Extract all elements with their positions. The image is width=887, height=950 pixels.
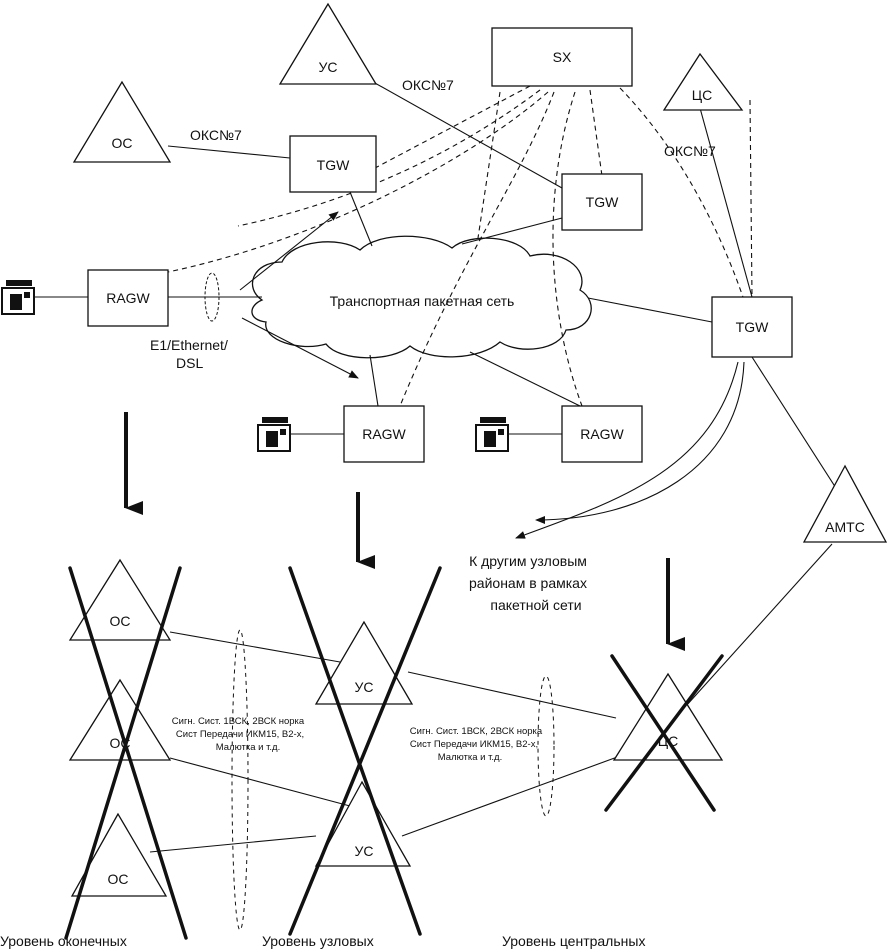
cross-right-b [604, 654, 724, 812]
sig-sx-ragw2 [399, 91, 555, 407]
tgw-box-2 [561, 173, 643, 231]
cross-left-a [68, 566, 188, 940]
link-tgw3-amtc [751, 356, 851, 511]
legacy-link-4 [407, 671, 617, 719]
amtc-triangle [802, 464, 887, 543]
legacy-link-5 [401, 755, 621, 837]
cc-label-top: ЦС [692, 87, 712, 103]
uc-triangle-1 [314, 620, 414, 705]
legacy-note-left-2: Сист Передачи ИКМ15, В2-х, [176, 729, 304, 740]
bundle-ellipse-right [537, 675, 555, 817]
legacy-note-right-2: Сист Передачи ИКМ15, В2-х, [410, 739, 538, 750]
sig-right-edge [749, 99, 753, 297]
link-cloud-ragw2 [369, 354, 379, 407]
cross-middle-b [288, 566, 442, 936]
uc-label-2: УС [354, 843, 373, 859]
uc-label-top: УС [318, 59, 337, 75]
link-uc-tgw2 [365, 77, 563, 189]
sig-sx-vert [477, 91, 501, 239]
access-label-2: DSL [176, 355, 203, 371]
cc-triangle-lower [612, 672, 724, 761]
cc-triangle-top [662, 52, 744, 111]
oc-triangle-top [72, 80, 172, 163]
legacy-note-right-3: Малютка и т.д. [438, 752, 502, 763]
other-regions-line-1: К другим узловым [469, 553, 587, 569]
link-tgw1-cloud [349, 191, 373, 247]
tgw-label-1: TGW [317, 157, 350, 173]
link-cloud-tgw3 [587, 297, 713, 323]
arrow-other-regions-2 [515, 361, 739, 539]
oc-label-1: ОС [110, 613, 131, 629]
legacy-link-amtc [685, 543, 833, 707]
cloud-label: Транспортная пакетная сеть [330, 293, 515, 309]
sig-sx-tgw2 [589, 89, 603, 177]
legacy-link-1 [169, 631, 341, 663]
access-label-1: E1/Ethernet/ [150, 337, 228, 353]
tgw-box-3 [711, 296, 793, 358]
ragw-box-1 [87, 269, 169, 327]
sx-box [491, 27, 633, 87]
sig-sx-tgw1 [374, 85, 531, 169]
phone-icon [1, 280, 35, 315]
uc-triangle-2 [314, 780, 412, 867]
oc-label-top: ОС [112, 135, 133, 151]
legacy-note-right-1: Сигн. Сист. 1ВСК, 2ВСК норка [410, 726, 543, 737]
legacy-link-2 [169, 757, 351, 807]
sx-label: SX [553, 49, 572, 65]
transport-cloud [251, 235, 592, 359]
other-regions-line-3: пакетной сети [490, 597, 581, 613]
oc-triangle-3 [70, 812, 168, 897]
oc-triangle-1 [68, 558, 172, 641]
ragw-box-2 [343, 405, 425, 463]
tgw-box-1 [289, 135, 377, 193]
arrow-to-ragw2 [241, 317, 359, 379]
tgw-label-3: TGW [736, 319, 769, 335]
link-cloud-ragw3 [469, 351, 581, 407]
oksn7-label-2: ОКС№7 [402, 77, 454, 93]
tgw-label-2: TGW [586, 194, 619, 210]
level-label-central: Уровень центральных [502, 933, 645, 949]
oksn7-label-3: ОКС№7 [664, 143, 716, 159]
legacy-note-left-3: Малютка и т.д. [216, 742, 280, 753]
other-regions-line-2: районам в рамках [469, 575, 587, 591]
bundle-ellipse-left [231, 629, 249, 931]
ragw-label-2: RAGW [362, 426, 406, 442]
sig-sx-ragw3 [552, 91, 583, 407]
legacy-link-3 [149, 835, 317, 853]
sig-sx-tgw3 [619, 87, 745, 301]
link-oc-tgw [167, 145, 291, 159]
link-tgw2-cloud [461, 217, 563, 245]
oc-label-3: ОС [108, 871, 129, 887]
level-label-terminal: Уровень оконечных [0, 933, 127, 949]
ragw-label-3: RAGW [580, 426, 624, 442]
sig-sx-ragw1 [167, 91, 549, 273]
oksn7-label-1: ОКС№7 [190, 127, 242, 143]
arrow-to-tgw1 [239, 211, 339, 291]
uc-triangle-top [278, 2, 378, 85]
phone-icon [257, 417, 291, 452]
amtc-label: АМТС [825, 519, 865, 535]
link-cc-tgw3 [699, 107, 753, 298]
cross-middle-a [288, 566, 422, 936]
arrow-other-regions-1 [535, 361, 745, 524]
level-label-nodal: Уровень узловых [262, 933, 374, 949]
ragw-label-1: RAGW [106, 290, 150, 306]
sig-sx-cloudleft [237, 89, 541, 227]
legacy-note-left-1: Сигн. Сист. 1ВСК, 2ВСК норка [172, 716, 305, 727]
uc-label-1: УС [354, 679, 373, 695]
phone-icon [475, 417, 509, 452]
cross-left-b [64, 566, 182, 940]
access-bundle [204, 272, 220, 322]
ragw-box-3 [561, 405, 643, 463]
